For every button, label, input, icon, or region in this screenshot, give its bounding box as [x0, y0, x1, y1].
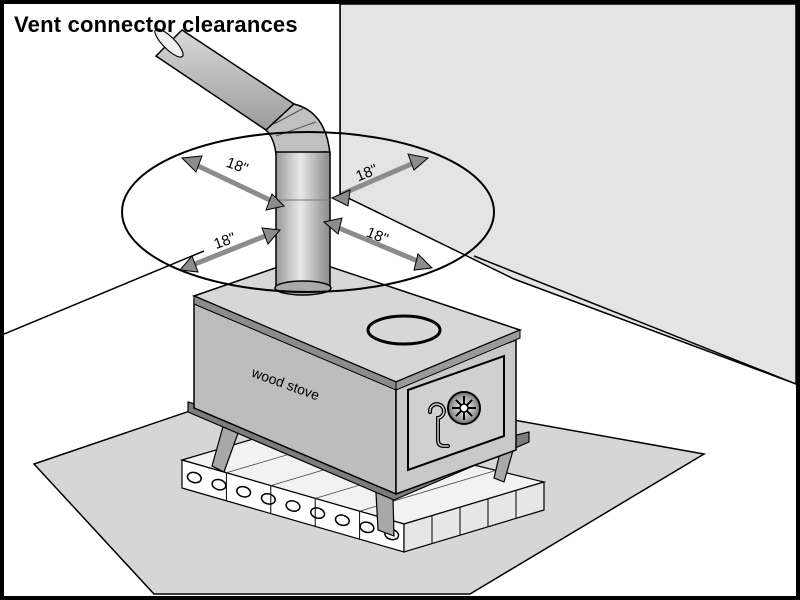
door-damper-center [459, 403, 469, 413]
brick-hole [310, 507, 326, 520]
arrowhead-front-right-icon [413, 253, 434, 271]
stove-clearance-diagram: wood stove [4, 4, 796, 595]
arrowhead-front-left-inner-icon [261, 227, 281, 245]
cooking-burner [366, 314, 442, 346]
brick-hole [211, 478, 227, 491]
clearance-arrows [179, 153, 434, 273]
arrowhead-back-right-icon [407, 153, 430, 171]
arrowhead-front-right-inner-icon [322, 217, 343, 235]
brick-hole [260, 492, 276, 505]
hearth-side [403, 481, 545, 553]
arrow-front-right [322, 217, 434, 271]
clearance-label-back-left: 18" [224, 154, 251, 178]
clearance-label-front-left: 18" [212, 229, 239, 253]
vent-connector-pipe [154, 28, 332, 296]
clearance-zone-ellipse [121, 131, 495, 293]
brick-hole [285, 500, 301, 512]
brick-hole [359, 521, 375, 534]
clearance-label-front-right: 18" [364, 224, 391, 248]
wood-stove: wood stove [187, 257, 530, 501]
pipe-end-cap [154, 28, 184, 58]
stove-top-side-rim [395, 329, 521, 391]
arrowhead-back-right-inner-icon [330, 189, 351, 207]
brick-hole [186, 471, 202, 484]
arrowhead-back-left-inner-icon [265, 193, 285, 211]
diagram-canvas: wood stove [4, 4, 796, 596]
arrow-front-left [179, 227, 281, 273]
arrow-back-right [330, 153, 430, 207]
door-handle-highlight [429, 403, 449, 447]
elbow-seam-1 [273, 107, 305, 125]
arrowhead-back-left-icon [180, 155, 203, 173]
floor-line-left [4, 250, 205, 335]
brick-hole [334, 514, 350, 527]
pipe-vertical-section [275, 151, 331, 289]
floor-line-right [473, 255, 796, 385]
brick-hole [236, 485, 252, 498]
arrow-back-left [180, 155, 285, 211]
diagram-title: Vent connector clearances [14, 12, 298, 37]
arrowhead-front-left-icon [179, 255, 199, 273]
